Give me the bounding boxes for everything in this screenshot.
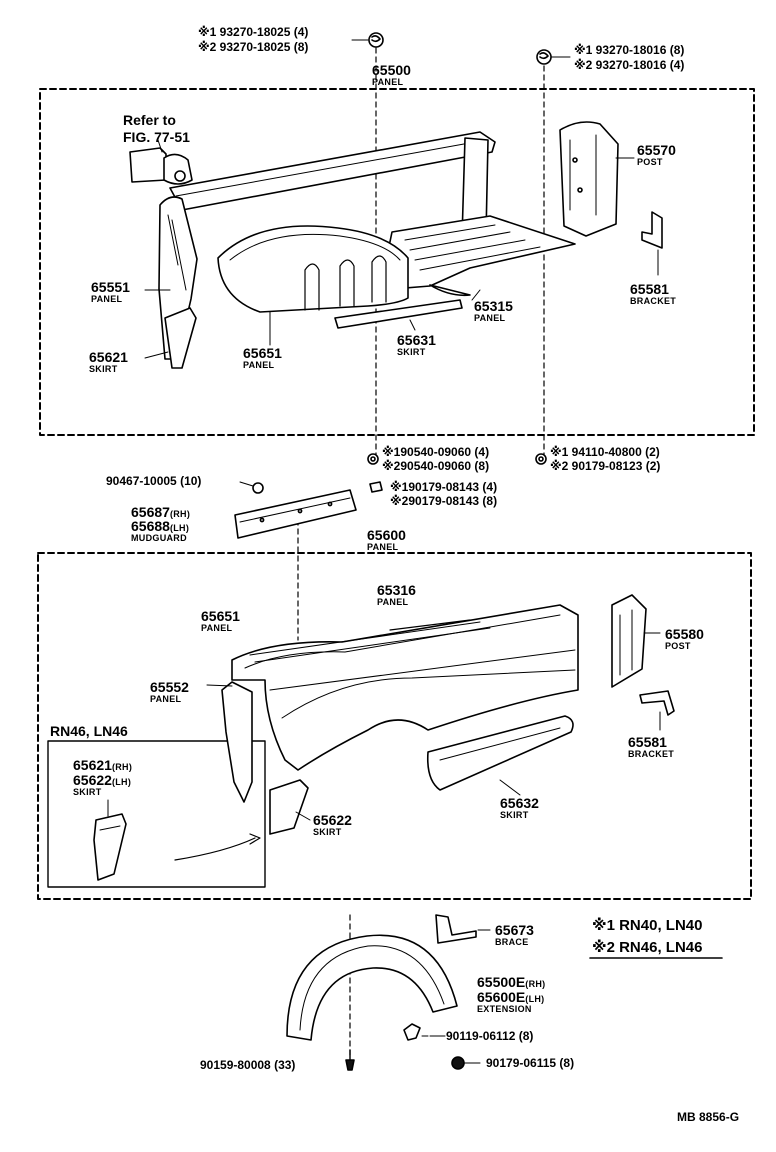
- nut-mid-center-line1: ※190179-08143 (4): [390, 480, 498, 494]
- panel-65651-top-number: 65651: [243, 345, 282, 361]
- skirt-65621-top-number: 65621: [89, 349, 128, 365]
- fastener-top-left-line1: ※1 93270-18025 (4): [198, 25, 309, 39]
- mudguard-name: MUDGUARD: [131, 533, 187, 543]
- inset-lh: 65622: [73, 772, 112, 788]
- lower-bed-drawing: [174, 604, 579, 861]
- bracket-65581-low-number: 65581: [628, 734, 667, 750]
- screw-90119-drawing: [403, 1023, 446, 1041]
- nut-mid-left-line2: ※290540-09060 (8): [382, 459, 490, 473]
- post-65580-number: 65580: [665, 626, 704, 642]
- bracket-65581-top-drawing: [641, 211, 663, 276]
- upper-group-number: 65500: [372, 62, 411, 78]
- brace-65673-name: BRACE: [495, 937, 529, 947]
- fastener-top-left: [351, 32, 384, 48]
- extension-name: EXTENSION: [477, 1004, 532, 1014]
- extension-rh: 65500E: [477, 974, 526, 990]
- panel-65316-number: 65316: [377, 582, 416, 598]
- mudguard-lh-tag: (LH): [169, 523, 190, 533]
- nut-mid-right-line2: ※2 90179-08123 (2): [550, 459, 661, 473]
- bracket-65581-low-name: BRACKET: [628, 749, 675, 759]
- nut-mid-left: [367, 453, 379, 465]
- skirt-65621-top-name: SKIRT: [89, 364, 118, 374]
- refer-part-drawing: [129, 139, 193, 185]
- lower-group-number: 65600: [367, 527, 406, 543]
- mudguard-rh: 65687: [131, 504, 170, 520]
- upper-bed-drawing: [144, 131, 576, 369]
- inset-title: RN46, LN46: [50, 723, 128, 739]
- fastener-top-right: [536, 49, 571, 65]
- refer-line2: FIG. 77-51: [123, 129, 190, 145]
- nut-mid-center-line2: ※290179-08143 (8): [390, 494, 498, 508]
- clip-90467: [239, 481, 264, 494]
- post-65580-name: POST: [665, 641, 691, 651]
- mudguard-drawing: [234, 489, 357, 539]
- skirt-65622-number: 65622: [313, 812, 352, 828]
- panel-65651-low-name: PANEL: [201, 623, 233, 633]
- screw-90159-label: 90159-80008 (33): [200, 1058, 296, 1072]
- mudguard-lh: 65688: [131, 518, 170, 534]
- inset-lh-tag: (LH): [111, 777, 132, 787]
- clip-90467-label: 90467-10005 (10): [106, 474, 202, 488]
- nut-mid-left-line1: ※190540-09060 (4): [382, 445, 490, 459]
- inset-name: SKIRT: [73, 787, 102, 797]
- nut-90179-drawing: [451, 1056, 481, 1070]
- extension-lh-number: 65600E(LH): [477, 990, 544, 1004]
- inset-rh: 65621: [73, 757, 112, 773]
- skirt-65631-name: SKIRT: [397, 347, 426, 357]
- post-65570-name: POST: [637, 157, 663, 167]
- bracket-65581-low-drawing: [639, 690, 675, 731]
- fastener-top-left-line2: ※2 93270-18025 (8): [198, 40, 309, 54]
- skirt-65632-number: 65632: [500, 795, 539, 811]
- brace-65673-drawing: [435, 914, 491, 944]
- legend-line2: ※2 RN46, LN46: [592, 939, 703, 956]
- panel-65315-number: 65315: [474, 298, 513, 314]
- lower-group-name: PANEL: [367, 542, 399, 552]
- mudguard-rh-tag: (RH): [169, 509, 191, 519]
- panel-65552-name: PANEL: [150, 694, 182, 704]
- inset-rh-number: 65621(RH): [73, 758, 132, 772]
- extension-drawing: [286, 934, 458, 1041]
- inset-lh-number: 65622(LH): [73, 773, 131, 787]
- inset-rh-tag: (RH): [111, 762, 133, 772]
- extension-rh-tag: (RH): [525, 979, 546, 989]
- panel-65316-name: PANEL: [377, 597, 409, 607]
- fastener-top-right-line2: ※2 93270-18016 (4): [574, 58, 685, 72]
- skirt-65631-number: 65631: [397, 332, 436, 348]
- upper-group-frame: [39, 88, 755, 436]
- skirt-65622-name: SKIRT: [313, 827, 342, 837]
- extension-lh-tag: (LH): [525, 994, 545, 1004]
- inset-skirt-drawing: [93, 799, 127, 881]
- mudguard-lh-number: 65688(LH): [131, 519, 189, 533]
- panel-65651-top-name: PANEL: [243, 360, 275, 370]
- upper-group-name: PANEL: [372, 77, 404, 87]
- nut-mid-center: [369, 481, 383, 493]
- screw-90119-label: 90119-06112 (8): [446, 1029, 534, 1043]
- mudguard-rh-number: 65687(RH): [131, 505, 190, 519]
- panel-65551-name: PANEL: [91, 294, 123, 304]
- panel-65551-number: 65551: [91, 279, 130, 295]
- nut-mid-right-line1: ※1 94110-40800 (2): [550, 445, 660, 459]
- bracket-65581-top-name: BRACKET: [630, 296, 677, 306]
- nut-mid-right: [535, 453, 547, 465]
- fastener-top-right-line1: ※1 93270-18016 (8): [574, 43, 685, 57]
- inset-frame: [47, 740, 266, 888]
- post-65570-drawing: [559, 121, 635, 237]
- screw-90179-label: 90179-06115 (8): [486, 1056, 575, 1070]
- panel-65651-low-number: 65651: [201, 608, 240, 624]
- screw-90159-drawing: [345, 1049, 355, 1071]
- brace-65673-number: 65673: [495, 922, 534, 938]
- skirt-65632-name: SKIRT: [500, 810, 529, 820]
- panel-65552-number: 65552: [150, 679, 189, 695]
- extension-lh: 65600E: [477, 989, 526, 1005]
- post-65570-number: 65570: [637, 142, 676, 158]
- post-65580-drawing: [611, 594, 661, 688]
- extension-rh-number: 65500E(RH): [477, 975, 545, 989]
- legend-line1: ※1 RN40, LN40: [592, 917, 703, 934]
- panel-65315-name: PANEL: [474, 313, 506, 323]
- diagram-code: MB 8856-G: [677, 1110, 740, 1124]
- lower-group-frame: [37, 552, 752, 900]
- bracket-65581-top-number: 65581: [630, 281, 669, 297]
- refer-line1: Refer to: [123, 112, 176, 128]
